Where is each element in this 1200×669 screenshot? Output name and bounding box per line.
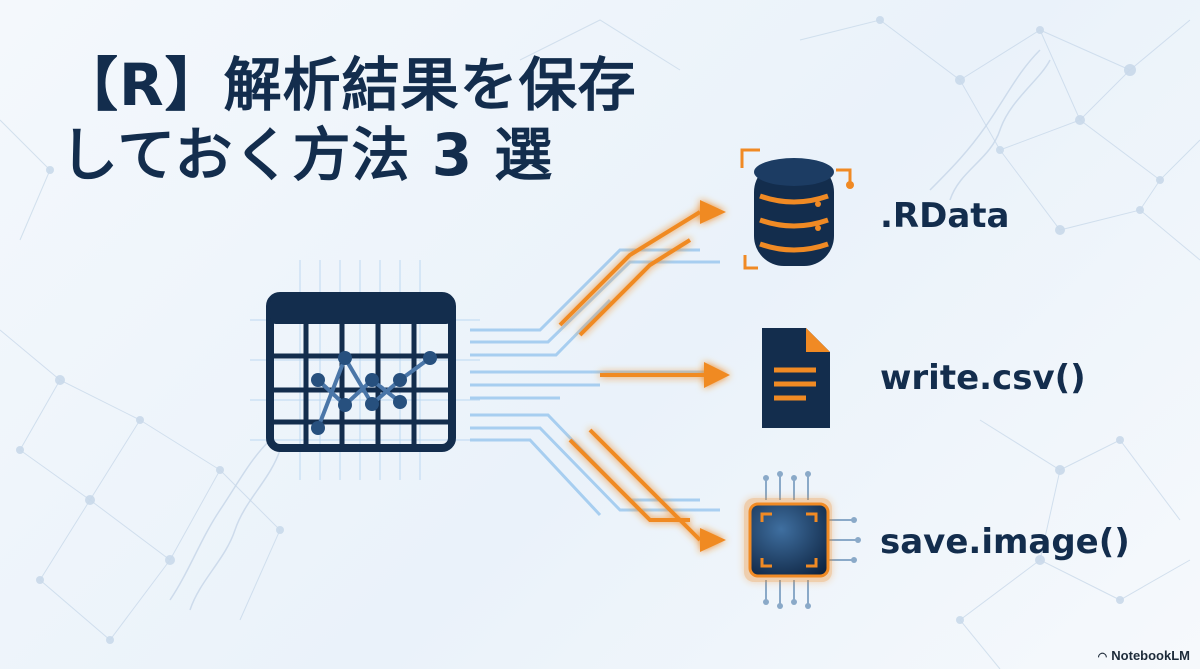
brand-text: NotebookLM xyxy=(1111,648,1190,663)
title-line-2: しておく方法 3 選 xyxy=(60,121,554,189)
database-icon xyxy=(740,148,854,270)
document-icon xyxy=(762,328,830,428)
notebooklm-logo: ◠NotebookLM xyxy=(1098,648,1190,663)
label-write-csv: write.csv() xyxy=(880,358,1086,398)
label-save-image: save.image() xyxy=(880,522,1130,562)
chip-icon xyxy=(744,471,861,609)
orange-arrows xyxy=(558,200,730,552)
blue-flow-lines xyxy=(470,248,720,517)
label-rdata: .RData xyxy=(880,196,1010,236)
notebooklm-icon: ◠ xyxy=(1097,651,1108,663)
page-title: 【R】解析結果を保存 しておく方法 3 選 xyxy=(60,50,637,190)
table-chart-icon xyxy=(250,260,480,480)
title-line-1: 【R】解析結果を保存 xyxy=(60,51,637,119)
